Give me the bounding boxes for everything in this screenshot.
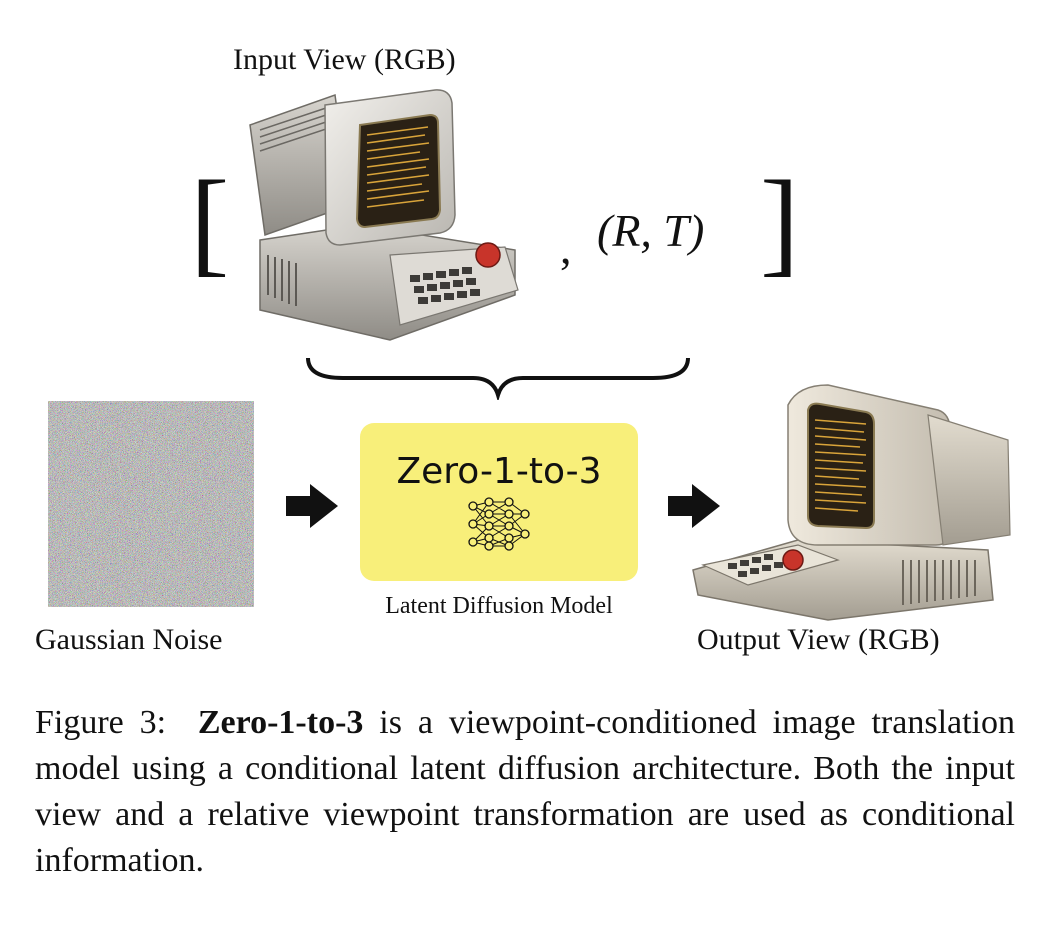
open-bracket: [ (190, 156, 230, 287)
comma: , (560, 222, 572, 273)
input-view-label: Input View (RGB) (233, 43, 456, 76)
gaussian-noise-label: Gaussian Noise (35, 623, 223, 656)
curly-brace-icon (306, 357, 690, 400)
caption-text: is a viewpoint-conditioned image transla… (35, 704, 1016, 879)
right-arrow-icon (286, 484, 338, 528)
caption-bold: Zero-1-to-3 (197, 704, 364, 741)
output-computer-image (692, 384, 1011, 621)
gaussian-noise-image (48, 401, 254, 607)
figure-caption: Figure 3: Zero-1-to-3 is a viewpoint-con… (35, 700, 1015, 884)
model-name: Zero-1-to-3 (396, 451, 602, 492)
caption-prefix: Figure 3: (35, 704, 167, 741)
output-view-label: Output View (RGB) (697, 623, 940, 656)
input-computer-image (249, 89, 519, 341)
pose-label: (R, T) (597, 205, 705, 256)
right-arrow-icon (668, 484, 720, 528)
figure: Input View (RGB) [ ] , (R, T) (35, 43, 1011, 656)
neural-network-icon (468, 497, 530, 551)
model-subtitle: Latent Diffusion Model (385, 593, 613, 619)
model-box: Zero-1-to-3 (360, 423, 638, 581)
close-bracket: ] (760, 156, 800, 287)
